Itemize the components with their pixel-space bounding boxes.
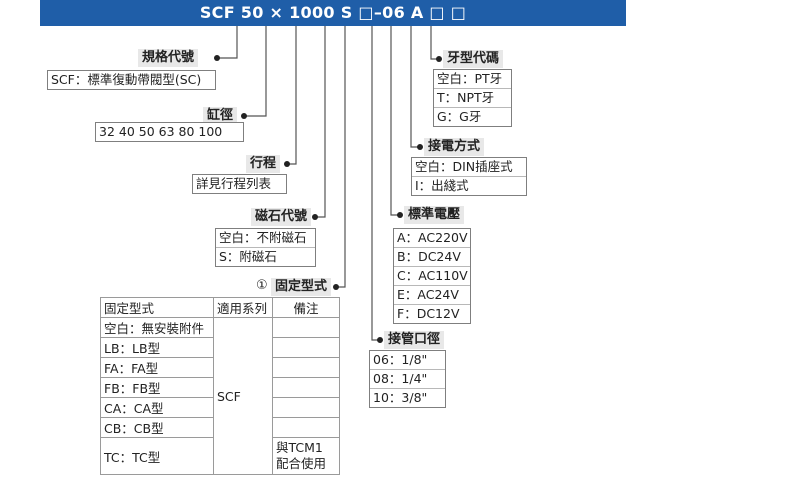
voltage-item: C：AC110V (394, 267, 470, 286)
series-cell: SCF (213, 317, 273, 475)
wiring-item: 空白：DIN插座式 (412, 158, 526, 177)
table-row: FA：FA型 (100, 357, 340, 378)
stroke-title: 行程 (246, 155, 281, 173)
table-cell: FB：FB型 (100, 377, 214, 398)
magnet-item: S：附磁石 (219, 249, 277, 264)
note-cell (272, 357, 340, 378)
magnet-title: 磁石代號 (251, 208, 312, 226)
table-row: CA：CA型 (100, 397, 340, 418)
table-row: 空白：無安裝附件 SCF (100, 317, 340, 475)
magnet-item: 空白：不附磁石 (216, 229, 315, 248)
note-cell (272, 377, 340, 398)
table-header: 固定型式 (100, 297, 214, 318)
mount-table: 固定型式 適用系列 備注 空白：無安裝附件 SCF LB：LB型 FA：FA型 … (100, 297, 340, 475)
stroke-item: 詳見行程列表 (196, 176, 272, 191)
note-cell (272, 397, 340, 418)
thread-item: G：G牙 (437, 109, 482, 124)
spec-code-box: SCF：標準復動帶閥型(SC) (47, 70, 216, 90)
table-header-row: 固定型式 適用系列 備注 (100, 297, 340, 318)
footnote-marker: ① (256, 278, 268, 293)
note-cell (272, 337, 340, 358)
port-box: 06：1/8" 08：1/4" 10：3/8" (369, 350, 446, 408)
voltage-title: 標準電壓 (404, 206, 465, 224)
thread-title: 牙型代碼 (443, 50, 504, 68)
table-cell: CA：CA型 (100, 397, 214, 418)
voltage-item: A：AC220V (394, 229, 470, 248)
table-cell: FA：FA型 (100, 357, 214, 378)
voltage-item: F：DC12V (397, 306, 460, 321)
wiring-item: I：出綫式 (415, 178, 469, 193)
table-header: 備注 (272, 297, 340, 318)
table-cell: TC：TC型 (100, 437, 214, 475)
code-banner: SCF 50 × 1000 S □–06 A □ □ (40, 0, 626, 26)
table-cell: CB：CB型 (100, 417, 214, 438)
table-row: FB：FB型 (100, 377, 340, 398)
mount-title: 固定型式 (271, 278, 332, 296)
spec-code-item: SCF：標準復動帶閥型(SC) (51, 72, 202, 87)
voltage-box: A：AC220V B：DC24V C：AC110V E：AC24V F：DC12… (393, 228, 471, 324)
voltage-item: B：DC24V (394, 248, 470, 267)
bore-item: 32 40 50 63 80 100 (99, 124, 223, 139)
table-cell: LB：LB型 (100, 337, 214, 358)
table-header: 適用系列 (213, 297, 273, 318)
model-code: SCF 50 × 1000 S □–06 A □ □ (199, 3, 467, 22)
port-item: 10：3/8" (373, 390, 428, 405)
port-title: 接管口徑 (384, 331, 445, 349)
table-cell: 空白：無安裝附件 (100, 317, 214, 338)
bore-box: 32 40 50 63 80 100 (95, 122, 244, 142)
bore-title: 缸徑 (203, 107, 238, 125)
stroke-box: 詳見行程列表 (192, 174, 287, 194)
table-row: TC：TC型 與TCM1 配合使用 (100, 437, 340, 475)
thread-item: 空白：PT牙 (434, 70, 511, 89)
thread-item: T：NPT牙 (434, 89, 511, 108)
port-item: 08：1/4" (370, 370, 445, 389)
wiring-box: 空白：DIN插座式 I：出綫式 (411, 157, 527, 196)
note-cell (272, 317, 340, 338)
table-row: LB：LB型 (100, 337, 340, 358)
thread-box: 空白：PT牙 T：NPT牙 G：G牙 (433, 69, 512, 127)
wiring-title: 接電方式 (424, 138, 485, 156)
note-cell (272, 417, 340, 438)
magnet-box: 空白：不附磁石 S：附磁石 (215, 228, 316, 267)
note-cell: 與TCM1 配合使用 (272, 437, 340, 475)
voltage-item: E：AC24V (394, 286, 470, 305)
spec-code-title: 規格代號 (138, 49, 199, 67)
port-item: 06：1/8" (370, 351, 445, 370)
